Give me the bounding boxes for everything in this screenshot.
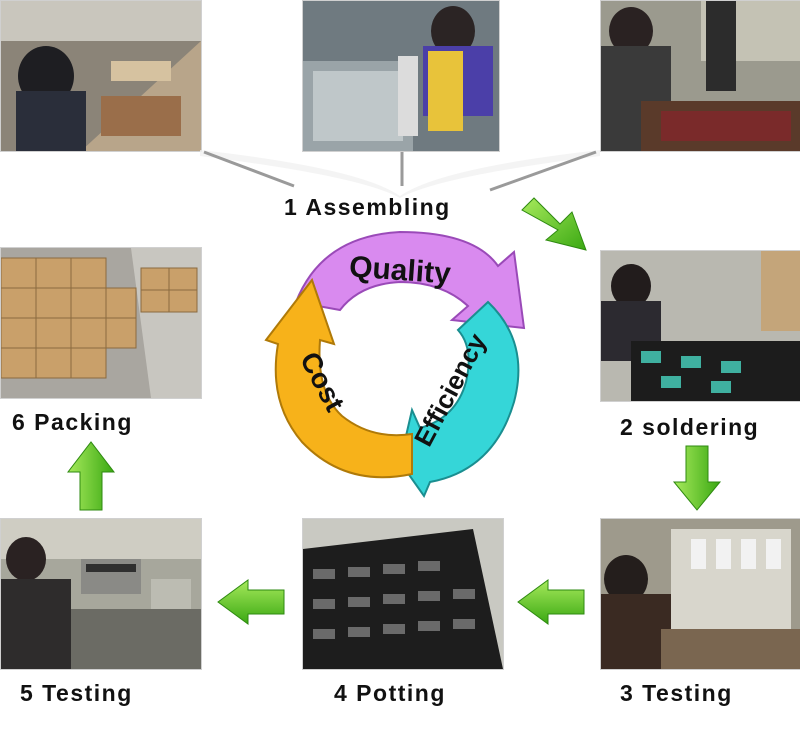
arrow-step2-to-step3 [672,445,722,511]
quality-efficiency-cost-cycle: Quality Efficiency Cost [264,230,526,499]
arrow-step1-to-step2 [521,197,587,251]
step-1-label: 1 Assembling [284,194,451,220]
photo-potting [302,518,504,670]
arrow-step3-to-step4 [517,579,585,625]
photo-packing [0,247,202,399]
efficiency-arrow [398,300,520,499]
photo-assembling-right [600,0,800,152]
photo-testing-5 [0,518,202,670]
step-4-label: 4 Potting [334,680,446,706]
quality-label: Quality [348,250,452,290]
step-6-label: 6 Packing [12,409,133,435]
assembling-connector [200,150,600,198]
photo-soldering [600,250,800,402]
quality-arrow [294,230,526,330]
cost-arrow [264,277,413,479]
step-5-label: 5 Testing [20,680,133,706]
arrow-step4-to-step5 [217,579,285,625]
photo-testing-3 [600,518,800,670]
step-2-label: 2 soldering [620,414,760,440]
photo-assembling-left [0,0,202,152]
step-3-label: 3 Testing [620,680,733,706]
arrow-step5-to-step6 [66,441,116,511]
photo-assembling-center [302,0,500,152]
